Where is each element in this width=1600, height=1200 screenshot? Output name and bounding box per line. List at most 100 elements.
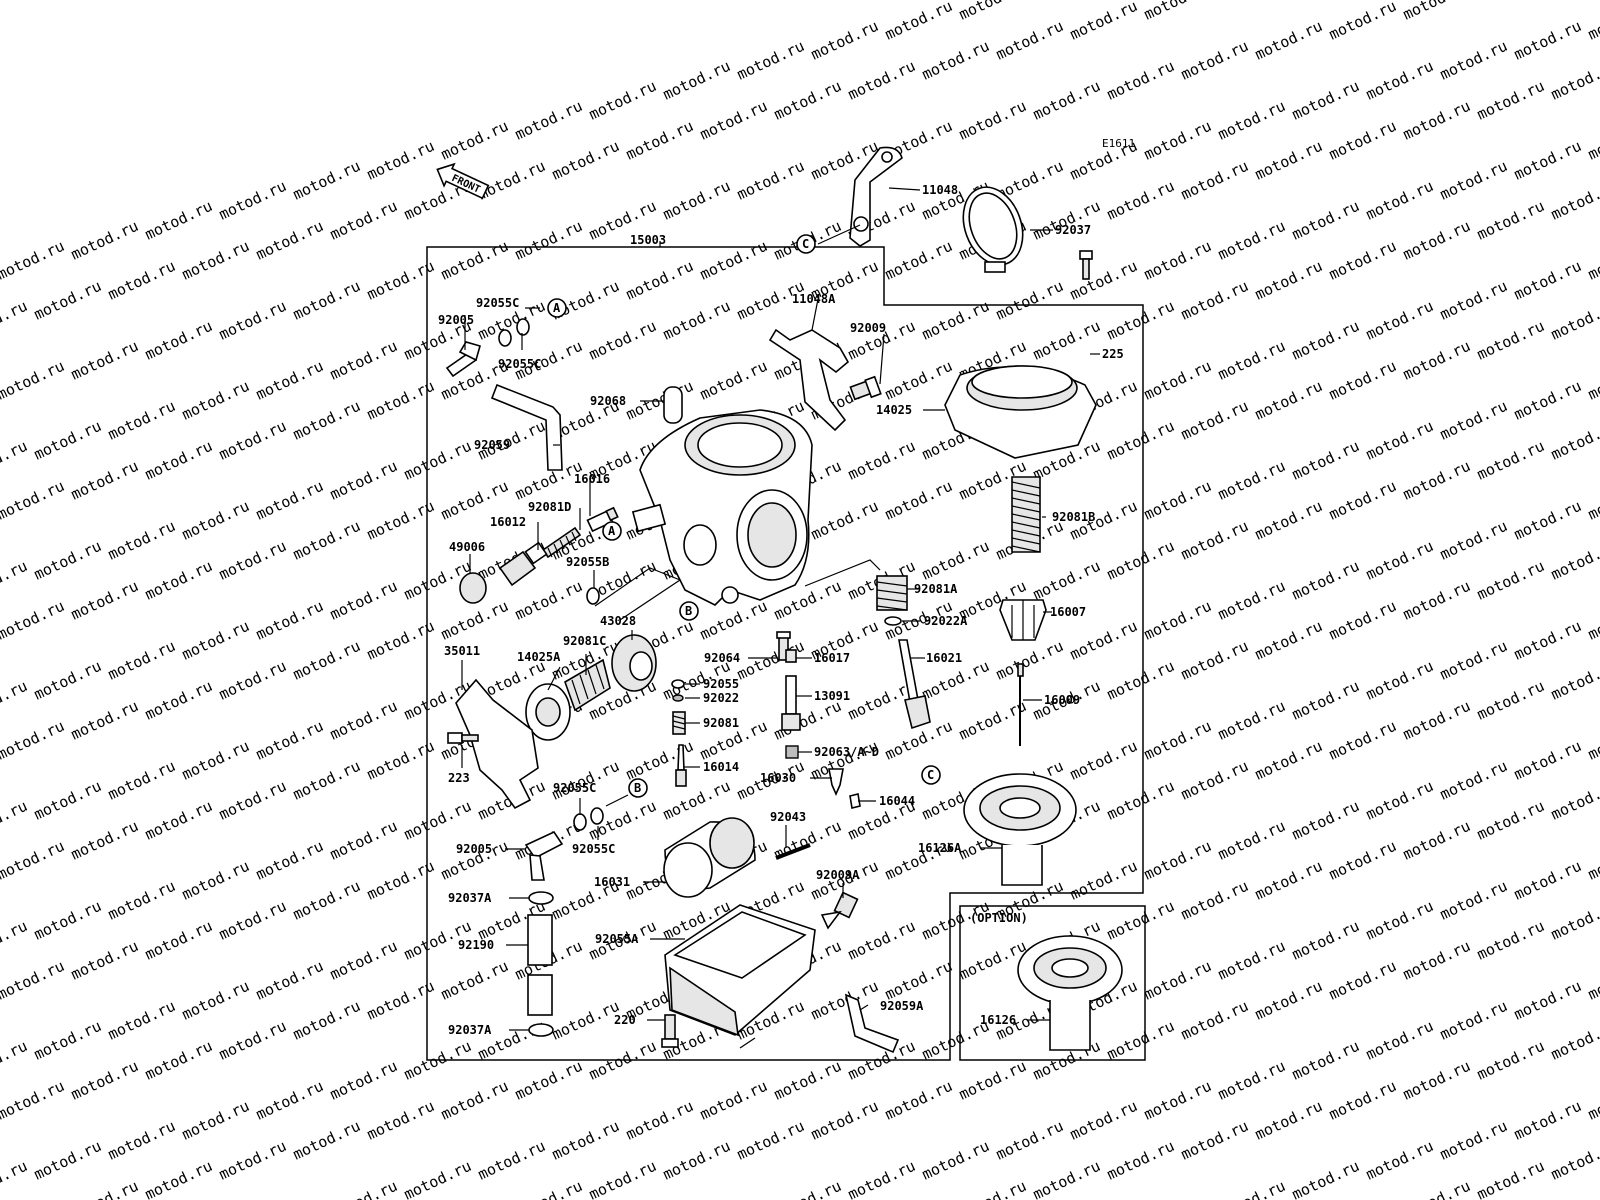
watermark-text: motod.ru	[1437, 1117, 1510, 1164]
watermark-text: motod.ru	[253, 357, 326, 404]
label-92064: 92064	[704, 651, 740, 665]
watermark-text: motod.ru	[1178, 517, 1251, 564]
watermark-text: motod.ru	[179, 377, 252, 424]
part-92068-cap	[663, 386, 683, 424]
watermark-text: motod.ru	[1363, 537, 1436, 584]
part-92005-elbow-bottom	[524, 830, 564, 881]
watermark-text: motod.ru	[1215, 0, 1288, 4]
watermark-text: motod.ru	[1104, 57, 1177, 104]
watermark-text: motod.ru	[1474, 797, 1547, 844]
watermark-text: motod.ru	[1511, 737, 1584, 784]
label-35011: 35011	[444, 644, 480, 658]
watermark-text: motod.ru	[0, 837, 67, 884]
part-16044-clip	[849, 793, 861, 809]
watermark-text: motod.ru	[586, 317, 659, 364]
watermark-text: motod.ru	[549, 137, 622, 184]
watermark-text: motod.ru	[734, 1117, 807, 1164]
watermark-text: motod.ru	[290, 877, 363, 924]
watermark-text: motod.ru	[0, 797, 30, 844]
watermark-text: motod.ru	[401, 1157, 474, 1200]
watermark-text: motod.ru	[956, 0, 1029, 24]
watermark-text: motod.ru	[364, 857, 437, 904]
watermark-text: motod.ru	[882, 0, 955, 44]
watermark-text: motod.ru	[697, 97, 770, 144]
part-92081B-spring	[1011, 476, 1041, 553]
label-92009A: 92009A	[816, 868, 860, 882]
part-92059A-hose	[844, 993, 900, 1054]
watermark-text: motod.ru	[1067, 617, 1140, 664]
watermark-text: motod.ru	[1104, 777, 1177, 824]
watermark-text: motod.ru	[105, 997, 178, 1044]
watermark-text: motod.ru	[919, 1137, 992, 1184]
label-92005-top: 92005	[438, 313, 474, 327]
watermark-text: motod.ru	[771, 1057, 844, 1104]
watermark-text: motod.ru	[1437, 877, 1510, 924]
watermark-text: motod.ru	[1178, 277, 1251, 324]
watermark-text: motod.ru	[1474, 437, 1547, 484]
watermark-text: motod.ru	[179, 237, 252, 284]
watermark-text: motod.ru	[364, 977, 437, 1024]
watermark-text: motod.ru	[1363, 417, 1436, 464]
part-92055C-oring-top1	[498, 329, 512, 347]
watermark-text: motod.ru	[660, 1137, 733, 1184]
watermark-text: motod.ru	[364, 257, 437, 304]
watermark-text: motod.ru	[1067, 857, 1140, 904]
watermark-text: motod.ru	[31, 1017, 104, 1064]
watermark-text: motod.ru	[438, 237, 511, 284]
watermark-text: motod.ru	[438, 597, 511, 644]
watermark-text: motod.ru	[68, 1177, 141, 1200]
part-16030-float-needle	[828, 768, 844, 796]
part-92190-tube-lower	[527, 974, 553, 1016]
watermark-text: motod.ru	[808, 1097, 881, 1144]
watermark-text: motod.ru	[216, 297, 289, 344]
watermark-text: motod.ru	[512, 97, 585, 144]
watermark-text: motod.ru	[1178, 997, 1251, 1044]
watermark-text: motod.ru	[253, 477, 326, 524]
watermark-text: motod.ru	[1326, 237, 1399, 284]
watermark-text: motod.ru	[31, 417, 104, 464]
part-16017-jet	[785, 649, 797, 663]
watermark-text: motod.ru	[1141, 477, 1214, 524]
watermark-text: motod.ru	[290, 997, 363, 1044]
option-label: (OPTION)	[970, 911, 1028, 925]
watermark-text: motod.ru	[1548, 657, 1600, 704]
part-35011-bracket	[455, 678, 539, 810]
part-92037-clamp	[962, 186, 1024, 273]
watermark-text: motod.ru	[1178, 157, 1251, 204]
watermark-text: motod.ru	[1252, 497, 1325, 544]
watermark-text: motod.ru	[1326, 597, 1399, 644]
watermark-text: motod.ru	[623, 377, 696, 424]
label-92068: 92068	[590, 394, 626, 408]
watermark-text: motod.ru	[956, 97, 1029, 144]
watermark-text: motod.ru	[1548, 177, 1600, 224]
part-16126A-diaphragm	[963, 773, 1077, 886]
watermark-text: motod.ru	[1289, 677, 1362, 724]
watermark-text: motod.ru	[31, 897, 104, 944]
marker-a-mid: A	[602, 521, 622, 541]
watermark-text: motod.ru	[290, 757, 363, 804]
watermark-text: motod.ru	[216, 657, 289, 704]
watermark-text: motod.ru	[1548, 1137, 1600, 1184]
watermark-text: motod.ru	[0, 1157, 30, 1200]
watermark-text: motod.ru	[771, 77, 844, 124]
part-92037A-clamp-2	[528, 1023, 554, 1037]
watermark-text: motod.ru	[660, 177, 733, 224]
watermark-text: motod.ru	[1400, 217, 1473, 264]
label-92022: 92022	[703, 691, 739, 705]
watermark-text: motod.ru	[1141, 1077, 1214, 1124]
watermark-text: motod.ru	[1474, 557, 1547, 604]
watermark-text: motod.ru	[253, 1077, 326, 1124]
watermark-text: motod.ru	[142, 317, 215, 364]
marker-c-mid: C	[921, 765, 941, 785]
watermark-text: motod.ru	[1326, 117, 1399, 164]
watermark-text: motod.ru	[1363, 897, 1436, 944]
marker-a-top: A	[547, 298, 567, 318]
part-92081A-spring	[876, 575, 908, 611]
watermark-text: motod.ru	[1511, 977, 1584, 1024]
part-11048A-bracket	[768, 328, 850, 432]
watermark-text: motod.ru	[179, 1097, 252, 1144]
part-14025A-cover	[525, 683, 571, 741]
watermark-text: motod.ru	[216, 1017, 289, 1064]
part-16031-float	[663, 817, 756, 898]
